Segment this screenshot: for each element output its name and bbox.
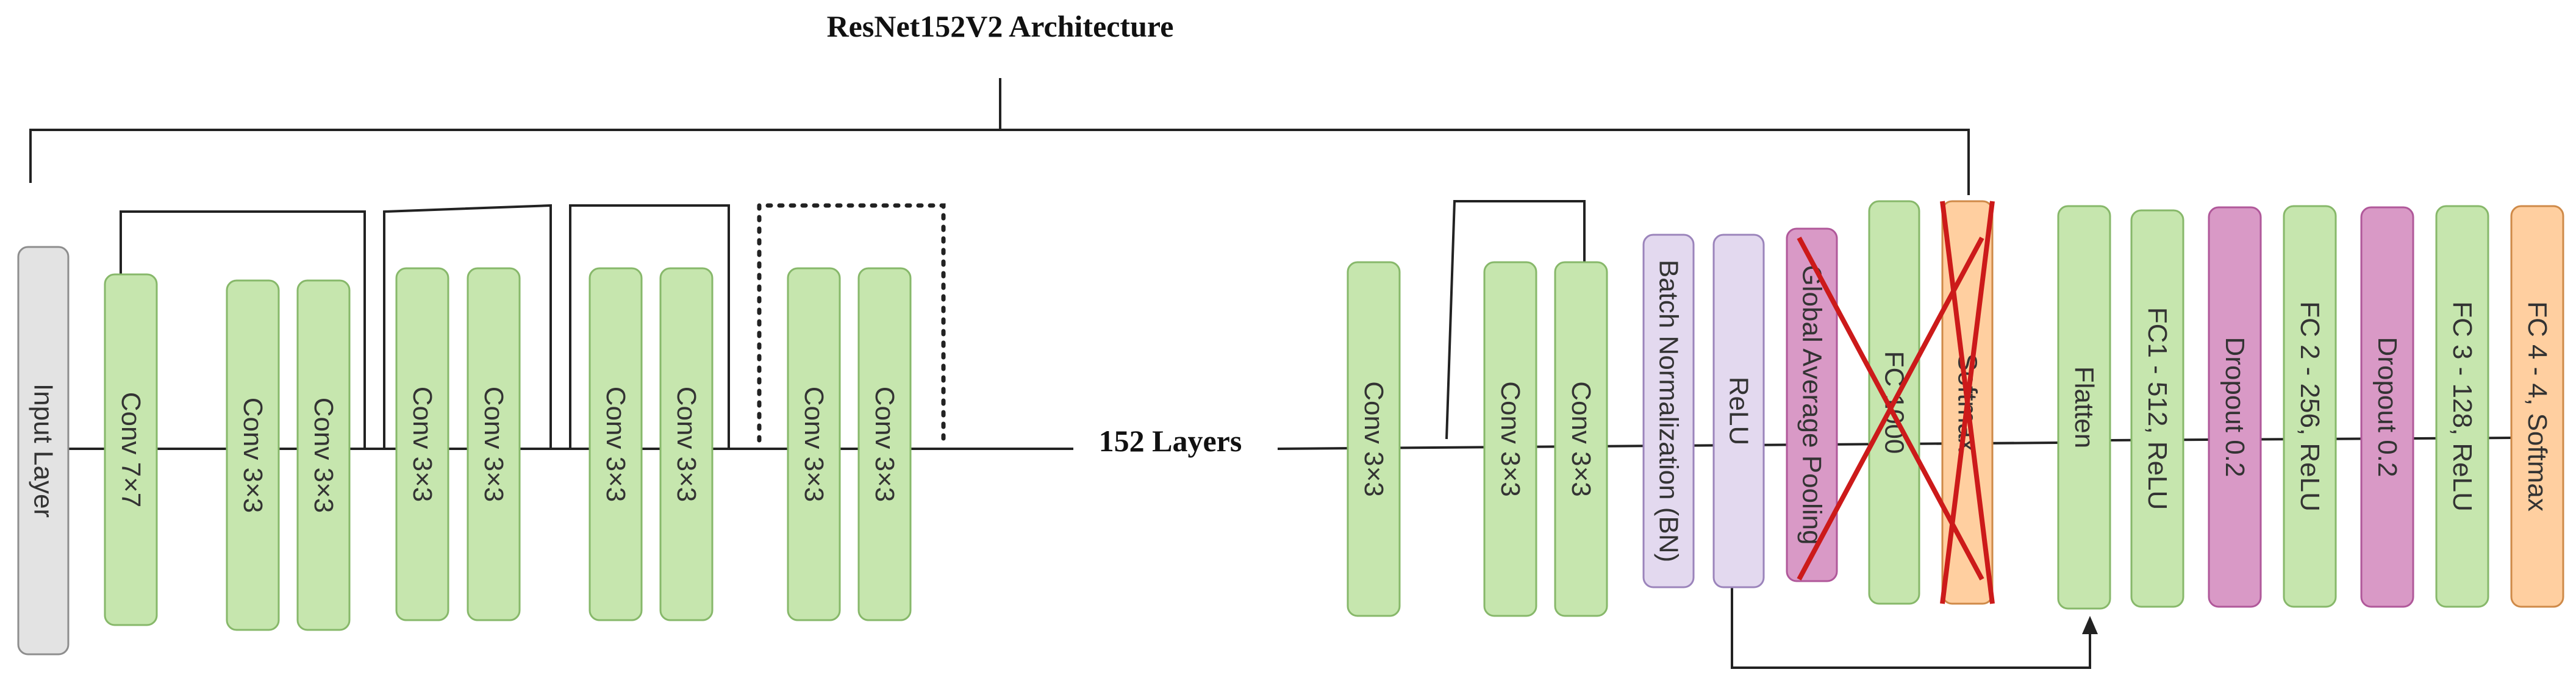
conv-3x3-block-7: Conv 3×3 bbox=[787, 267, 841, 621]
fc-1000-block-cross-line bbox=[1797, 237, 1984, 581]
conv-3x3-block-2: Conv 3×3 bbox=[296, 279, 351, 631]
layer-count-label: 152 Layers bbox=[1099, 424, 1242, 458]
conv-3x3-block-4-shape bbox=[467, 267, 521, 621]
conv-3x3-block-4: Conv 3×3 bbox=[467, 267, 521, 621]
fc1-512-relu-block: FC1 - 512, ReLU bbox=[2130, 209, 2184, 608]
global-average-pooling-block: Global Average Pooling bbox=[1786, 227, 1838, 582]
batch-normalization-block: Batch Normalization (BN) bbox=[1642, 234, 1695, 588]
conv-3x3-block-5-label: Conv 3×3 bbox=[601, 387, 631, 502]
conv-3x3-block-5: Conv 3×3 bbox=[589, 267, 643, 621]
input-layer-block-shape bbox=[17, 246, 70, 656]
skip-connection-1 bbox=[120, 210, 366, 449]
conv-3x3-block-9-shape bbox=[1347, 261, 1401, 617]
skip-connection-2 bbox=[383, 204, 552, 449]
conv-3x3-block-10: Conv 3×3 bbox=[1483, 261, 1537, 617]
dropout-block-1-shape bbox=[2208, 206, 2262, 608]
conv-3x3-block-9: Conv 3×3 bbox=[1347, 261, 1401, 617]
global-average-pooling-block-label: Global Average Pooling bbox=[1797, 265, 1827, 545]
dropout-block-2-label: Dropout 0.2 bbox=[2372, 337, 2402, 477]
relu-block: ReLU bbox=[1712, 234, 1765, 588]
conv-3x3-block-3-shape bbox=[395, 267, 449, 621]
input-layer-block: Input Layer bbox=[17, 246, 70, 656]
fc4-4-softmax-block-shape bbox=[2510, 205, 2564, 608]
fc1-512-relu-block-label: FC1 - 512, ReLU bbox=[2142, 307, 2172, 510]
removed-layer-crosses bbox=[1797, 201, 1995, 604]
conv-3x3-block-2-shape bbox=[296, 279, 351, 631]
input-layer-block-label: Input Layer bbox=[29, 384, 59, 518]
conv-3x3-block-8-shape bbox=[857, 267, 912, 621]
conv-3x3-block-9-label: Conv 3×3 bbox=[1359, 381, 1389, 497]
diagram-title: ResNet152V2 Architecture bbox=[827, 9, 1174, 43]
fc4-4-softmax-block-label: FC 4 - 4, Softmax bbox=[2522, 301, 2552, 512]
conv-3x3-block-4-label: Conv 3×3 bbox=[479, 387, 509, 502]
conv-7x7-block-label: Conv 7×7 bbox=[116, 392, 146, 508]
fc2-256-relu-block-label: FC 2 - 256, ReLU bbox=[2295, 301, 2325, 512]
conv-3x3-block-6: Conv 3×3 bbox=[659, 267, 714, 621]
conv-3x3-block-6-shape bbox=[659, 267, 714, 621]
fc3-128-relu-block: FC 3 - 128, ReLU bbox=[2435, 205, 2489, 608]
batch-normalization-block-shape bbox=[1642, 234, 1695, 588]
conv-3x3-block-10-label: Conv 3×3 bbox=[1495, 381, 1525, 497]
flatten-block: Flatten bbox=[2057, 205, 2111, 610]
relu-to-flatten-arrowhead bbox=[2082, 616, 2098, 634]
fc1-512-relu-block-shape bbox=[2130, 209, 2184, 608]
batch-normalization-block-label: Batch Normalization (BN) bbox=[1654, 260, 1684, 562]
conv-3x3-block-8: Conv 3×3 bbox=[857, 267, 912, 621]
conv-3x3-block-3: Conv 3×3 bbox=[395, 267, 449, 621]
conv-3x3-block-5-shape bbox=[589, 267, 643, 621]
conv-3x3-block-11: Conv 3×3 bbox=[1554, 261, 1608, 617]
fc2-256-relu-block-shape bbox=[2283, 205, 2337, 608]
conv-3x3-block-8-label: Conv 3×3 bbox=[870, 387, 900, 502]
relu-to-flatten-line bbox=[1731, 587, 2091, 669]
conv-3x3-block-6-label: Conv 3×3 bbox=[671, 387, 701, 502]
conv-7x7-block-shape bbox=[104, 273, 158, 626]
relu-block-shape bbox=[1712, 234, 1765, 588]
conv-3x3-block-7-label: Conv 3×3 bbox=[799, 387, 829, 502]
fc-1000-block-removed-cross bbox=[1797, 237, 1984, 581]
dropout-block-1: Dropout 0.2 bbox=[2208, 206, 2262, 608]
flatten-block-label: Flatten bbox=[2069, 366, 2099, 449]
dropout-block-2: Dropout 0.2 bbox=[2360, 206, 2414, 608]
conv-3x3-block-7-shape bbox=[787, 267, 841, 621]
global-average-pooling-block-shape bbox=[1786, 227, 1838, 582]
layer-blocks: Input Layer Conv 7×7 Conv 3×3 Conv 3×3 Conv … bbox=[17, 200, 2564, 656]
fc3-128-relu-block-label: FC 3 - 128, ReLU bbox=[2447, 301, 2477, 512]
dropout-block-1-label: Dropout 0.2 bbox=[2220, 337, 2250, 477]
top-bracket-line bbox=[29, 129, 1970, 195]
conv-3x3-block-1: Conv 3×3 bbox=[226, 279, 280, 631]
conv-3x3-block-1-label: Conv 3×3 bbox=[238, 398, 268, 513]
dropout-block-2-shape bbox=[2360, 206, 2414, 608]
softmax-block-cross-line-b bbox=[1940, 201, 1995, 604]
conv-3x3-block-11-label: Conv 3×3 bbox=[1566, 381, 1596, 497]
conv-3x3-block-2-label: Conv 3×3 bbox=[309, 398, 338, 513]
conv-7x7-block: Conv 7×7 bbox=[104, 273, 158, 626]
fc2-256-relu-block: FC 2 - 256, ReLU bbox=[2283, 205, 2337, 608]
conv-3x3-block-10-shape bbox=[1483, 261, 1537, 617]
fc3-128-relu-block-shape bbox=[2435, 205, 2489, 608]
fc4-4-softmax-block: FC 4 - 4, Softmax bbox=[2510, 205, 2564, 608]
relu-block-label: ReLU bbox=[1724, 377, 1754, 446]
conv-3x3-block-1-shape bbox=[226, 279, 280, 631]
softmax-block-removed-cross bbox=[1940, 201, 1995, 604]
skip-connection-4-dotted bbox=[757, 203, 946, 443]
flatten-block-shape bbox=[2057, 205, 2111, 610]
skip-connection-3 bbox=[569, 204, 730, 449]
conv-3x3-block-11-shape bbox=[1554, 261, 1608, 617]
conv-3x3-block-3-label: Conv 3×3 bbox=[407, 387, 437, 502]
